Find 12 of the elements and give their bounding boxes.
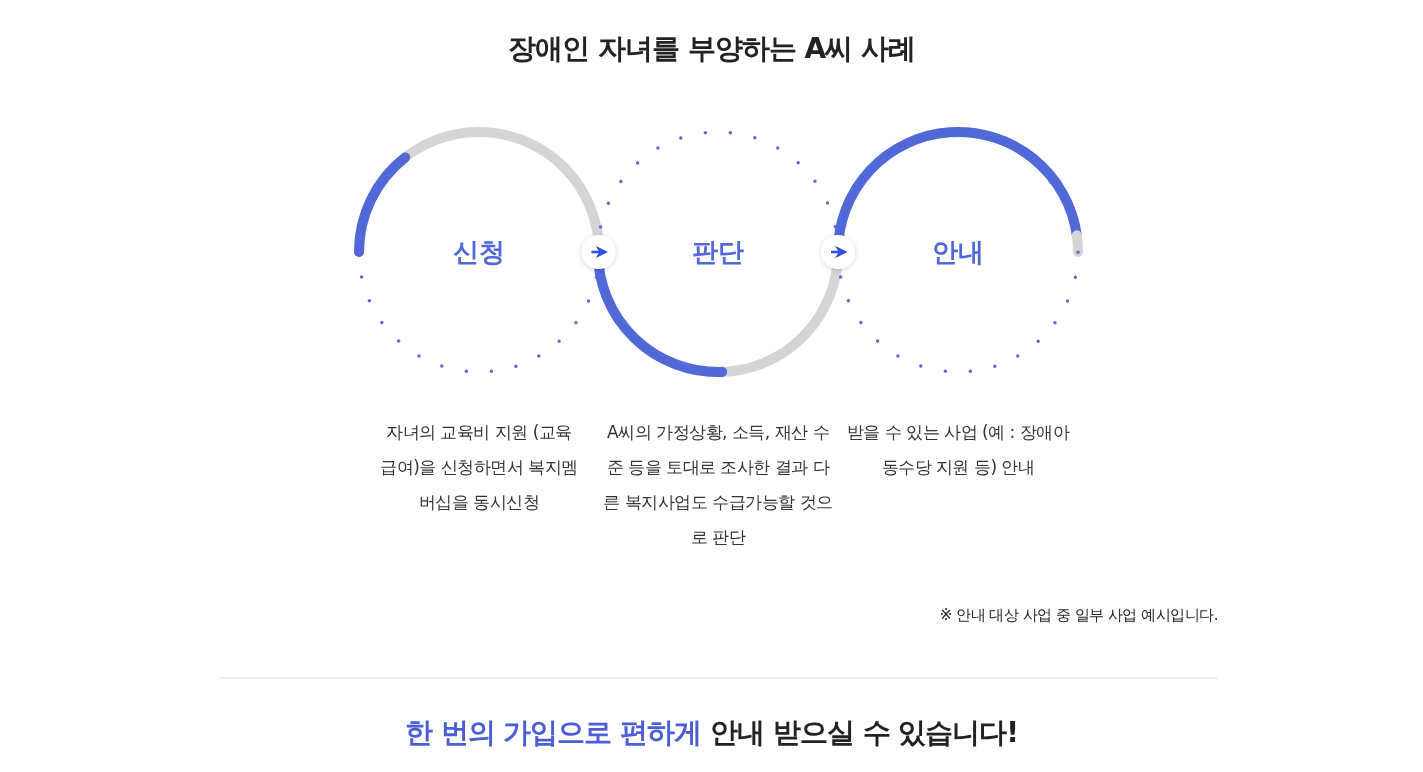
heading: 장애인 자녀를 부양하는 A씨 사례 (507, 31, 916, 67)
step-description: 자녀의 교육비 지원 (교육급여)을 신청하면서 복지멤버십을 동시신청 (379, 421, 579, 514)
arrow (831, 245, 848, 259)
arrow (591, 245, 608, 259)
step-title: 판단 (692, 235, 744, 269)
footnote: ※ 안내 대상 사업 중 일부 사업 예시입니다. (939, 606, 1218, 625)
slogan-text: 안내 받으실 수 있습니다! (710, 715, 1019, 751)
slogan-text: 한 번의 가입으로 편하게 (404, 715, 702, 751)
step-description: A씨의 가정상황, 소득, 재산 수준 등을 토대로 조사한 결과 다른 복지사업도 수급가능할 것으로 판단 (603, 421, 833, 549)
step-title: 신청 (453, 235, 505, 269)
step-description: 받을 수 있는 사업 (예 : 장애아동수당 지원 등) 안내 (845, 421, 1071, 479)
step-title: 안내 (932, 235, 984, 269)
